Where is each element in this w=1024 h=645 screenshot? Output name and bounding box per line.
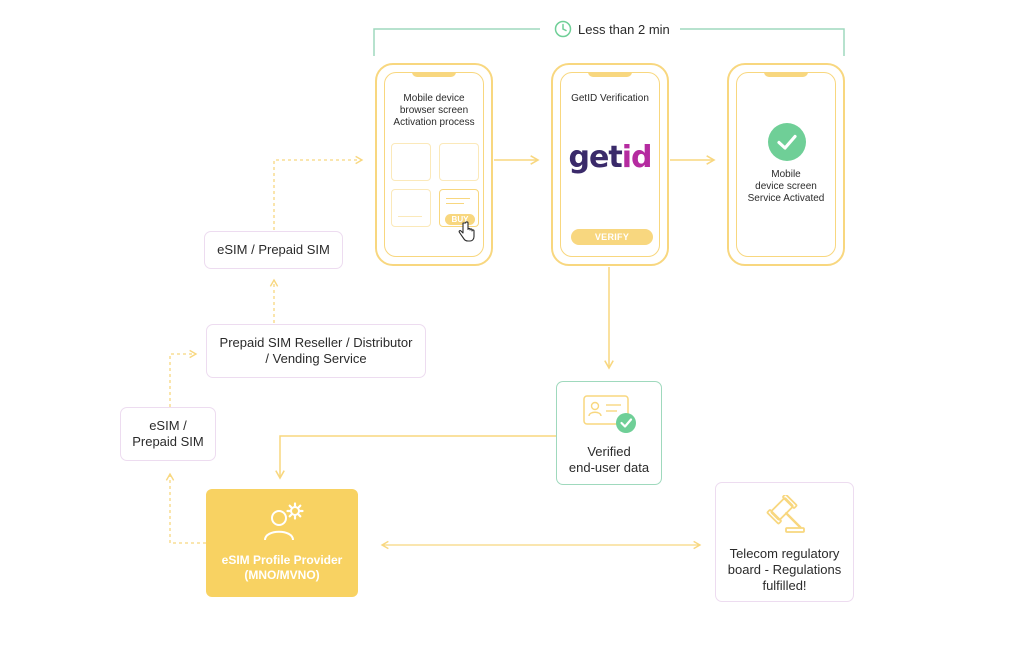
dotted-provider-to-esim-left [165,472,206,544]
phone-activated-text: Mobile device screen Service Activated [747,169,825,204]
tile [391,189,431,227]
phone-activated: Mobile device screen Service Activated [727,63,845,266]
esim-profile-provider: eSIM Profile Provider (MNO/MVNO) [206,489,358,597]
time-label: Less than 2 min [554,19,670,39]
provider-label: eSIM Profile Provider (MNO/MVNO) [221,553,343,582]
phone-activation-text: Mobile device browser screen Activation … [393,93,475,128]
hand-cursor-icon [458,221,475,242]
esim-prepaid-sim-left: eSIM / Prepaid SIM [120,407,216,461]
dotted-esim-left-to-reseller [169,349,198,407]
dotted-esim-top-to-activation [273,155,364,230]
reseller-box: Prepaid SIM Reseller / Distributor / Ven… [206,324,426,378]
getid-logo: getid [568,140,653,175]
arrow-verified-data-to-provider [275,435,556,480]
id-card-check-icon [583,395,636,433]
buy-button[interactable]: BUY [445,214,475,225]
phone-activation: Mobile device browser screen Activation … [375,63,493,266]
buy-tile: BUY [439,189,479,227]
verified-data-box: Verified end-user data [556,381,662,485]
clock-icon [554,20,572,38]
tile [439,143,479,181]
time-label-text: Less than 2 min [578,21,670,37]
user-gear-icon [264,502,304,541]
tile [391,143,431,181]
esim-prepaid-sim-top: eSIM / Prepaid SIM [204,231,343,269]
check-circle-icon [768,123,806,161]
phone-verification-title: GetID Verification [571,93,649,104]
regulatory-board-box: Telecom regulatory board - Regulations f… [715,482,854,602]
time-bracket [373,28,845,56]
verify-button[interactable]: VERIFY [571,229,653,245]
phone-verification: GetID Verification getid VERIFY [551,63,669,266]
gavel-icon [766,495,805,533]
